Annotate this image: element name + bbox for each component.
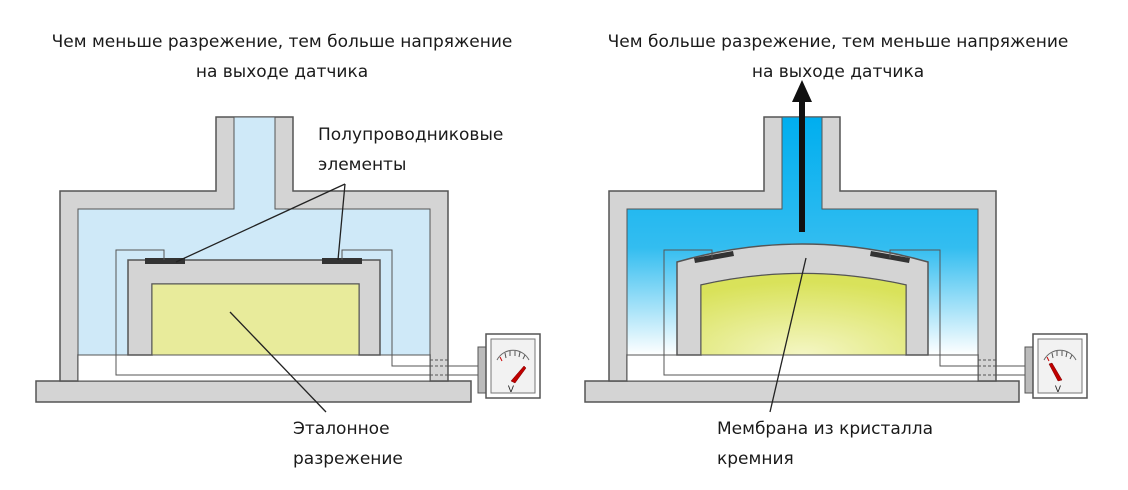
left-callout-leader xyxy=(337,183,346,261)
right-housing-floor xyxy=(626,354,979,382)
left-callout-ref-line1: Эталонное xyxy=(293,419,390,439)
right-caption-line2: на выходе датчика xyxy=(752,62,924,82)
right-wire xyxy=(889,249,978,367)
right-callout-leader xyxy=(769,257,807,413)
left-reference-chamber xyxy=(151,283,360,356)
right-base-plate xyxy=(584,380,1020,403)
right-gauge-unit: V xyxy=(1055,385,1062,395)
left-gauge-unit: V xyxy=(508,385,515,395)
left-semiconductor-element xyxy=(145,258,185,264)
right-reference-chamber xyxy=(700,273,907,356)
right-caption-line1: Чем больше разрежение, тем меньше напряж… xyxy=(608,32,1069,52)
left-wire xyxy=(341,249,430,367)
left-callout-elements-line2: элементы xyxy=(318,155,406,175)
left-base-plate xyxy=(35,380,472,403)
right-callout-membrane-line2: кремния xyxy=(717,449,794,469)
left-voltmeter-icon: V xyxy=(477,333,541,399)
right-callout-membrane-line1: Мембрана из кристалла xyxy=(717,419,933,439)
left-semiconductor-element xyxy=(322,258,362,264)
right-diagram: Чем больше разрежение, тем меньше напряж… xyxy=(584,32,1088,469)
right-voltmeter-icon: V xyxy=(1024,333,1088,399)
left-housing-floor xyxy=(77,354,431,382)
right-wire xyxy=(663,249,978,376)
left-callout-leader xyxy=(175,183,346,263)
arrow-up-icon xyxy=(792,80,812,102)
left-callout-elements-line1: Полупроводниковые xyxy=(318,125,503,145)
left-wire xyxy=(115,249,430,376)
left-diagram: Чем меньше разрежение, тем больше напряж… xyxy=(35,32,541,469)
left-callout-leader xyxy=(229,311,327,413)
left-caption-line1: Чем меньше разрежение, тем больше напряж… xyxy=(52,32,513,52)
left-caption-line2: на выходе датчика xyxy=(196,62,368,82)
right-semiconductor-element xyxy=(694,251,734,263)
left-callout-ref-line2: разрежение xyxy=(293,449,403,469)
